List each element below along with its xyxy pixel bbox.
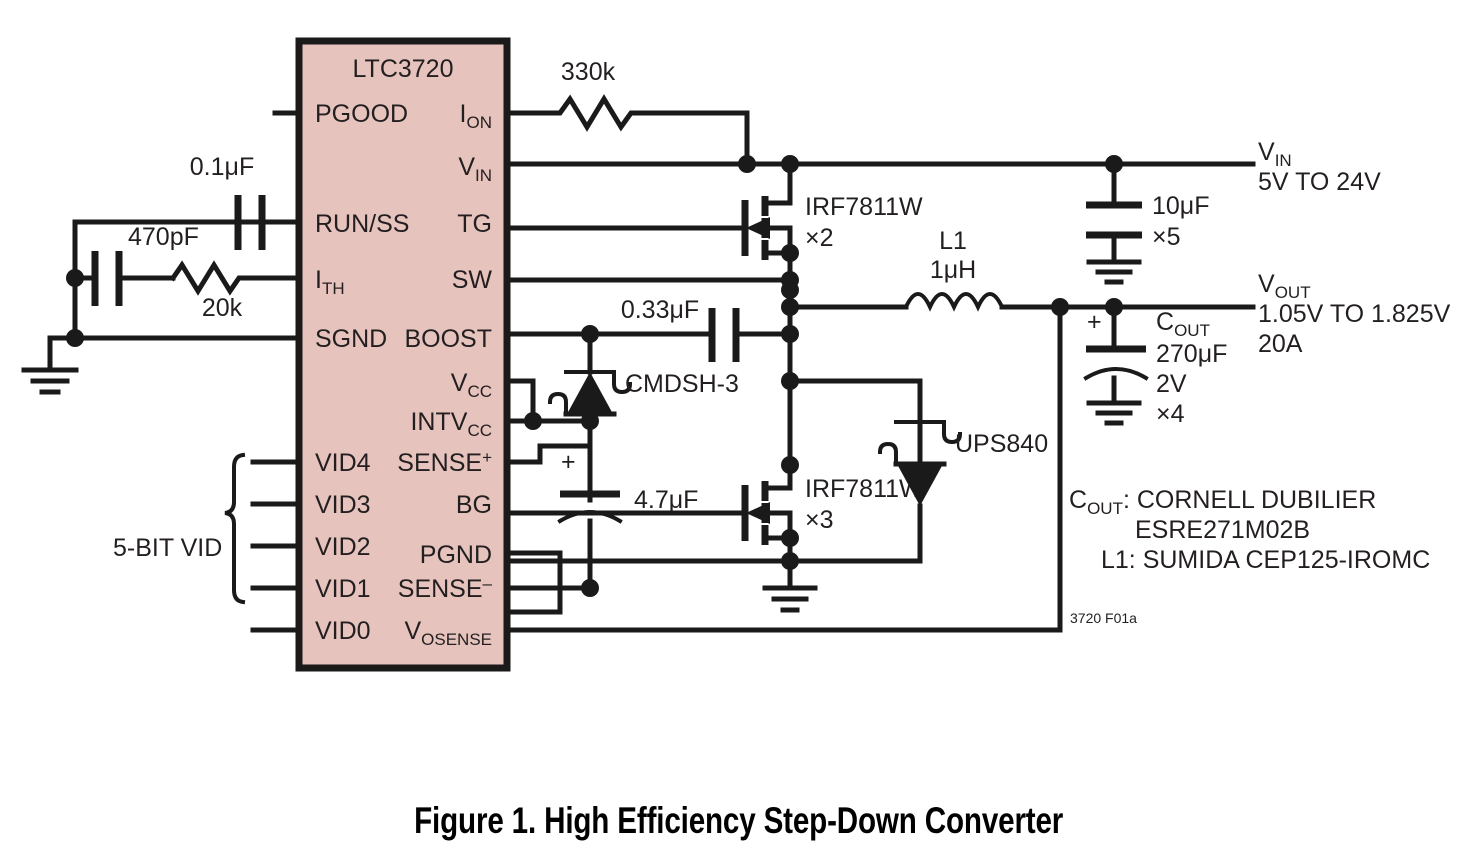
pin-label-tg: TG [457,210,492,238]
capacitor-output-cout [1083,304,1149,426]
mosfet-top-irf7811w [504,161,799,299]
mosfet-top-qty: ×2 [805,224,834,252]
pin-label-vid0: VID0 [315,617,371,645]
capacitor-input-10uf [1086,161,1142,285]
capacitor-boost-label: 0.33μF [621,296,699,324]
capacitor-run-ss-label: 0.1μF [190,153,254,181]
vcc-intvcc-wiring [504,378,599,503]
vid-bus-label: 5-BIT VID [113,534,222,562]
capacitor-output-plus: + [1087,308,1102,336]
pin-label-sgnd: SGND [315,325,387,353]
diode-catch-label: UPS840 [955,430,1048,458]
capacitor-ith-label: 470pF [128,223,199,251]
sw-node-wiring [504,271,799,474]
inductor-l1-value: 1μH [930,256,976,284]
diode-catch-ups840 [787,378,963,564]
pin-label-sense-minus: SENSE– [398,574,493,603]
vin-range-label: 5V TO 24V [1258,168,1381,196]
note-cout: COUT: CORNELL DUBILIER [1069,486,1376,518]
schematic-figure: LTC3720 PGOOD RUN/SS ITH SGND VID4 VID3 … [21,37,1451,841]
inductor-l1 [787,292,1256,316]
pin-label-vid2: VID2 [315,533,371,561]
resistor-ion-label: 330k [561,58,616,86]
pin-label-vid4: VID4 [315,449,371,477]
left-ground-rail [21,219,84,395]
capacitor-output-value: 270μF [1156,340,1227,368]
note-l1: L1: SUMIDA CEP125-IROMC [1101,546,1430,574]
capacitor-run-ss [72,195,302,250]
pin-label-bg: BG [456,491,492,519]
capacitor-intvcc-label: 4.7μF [634,486,698,514]
pin-label-vid3: VID3 [315,491,371,519]
circuit-svg: LTC3720 PGOOD RUN/SS ITH SGND VID4 VID3 … [21,37,1451,672]
pin-label-pgnd: PGND [420,541,492,569]
capacitor-output-qty: ×4 [1156,400,1185,428]
ic-left-pin-stubs [47,110,302,633]
capacitor-output-voltage: 2V [1156,370,1187,398]
pin-label-boost: BOOST [404,325,492,353]
capacitor-intvcc-plus: + [561,448,576,476]
figure-caption: Figure 1. High Efficiency Step-Down Conv… [413,800,1064,841]
resistor-ith-20k [169,260,246,296]
pin-label-ion: ION [460,100,492,132]
pin-label-vin: VIN [458,153,492,185]
pin-label-intvcc: INTVCC [410,408,492,440]
vin-terminal-label: VIN [1258,138,1292,170]
inductor-l1-name: L1 [939,227,967,255]
pin-label-runss: RUN/SS [315,210,409,238]
mosfet-top-label: IRF7811W [805,193,923,221]
capacitor-input-value: 10μF [1152,192,1209,220]
pin-label-vcc: VCC [451,369,492,401]
sense-pgnd-wiring [504,304,1063,633]
pin-label-sw: SW [452,266,493,294]
pin-label-vid1: VID1 [315,575,371,603]
ic-body [295,37,511,672]
pin-label-ith: ITH [315,266,345,298]
note-cout-part: ESRE271M02B [1135,516,1310,544]
vin-rail [504,155,1256,173]
mosfet-bottom-irf7811w [504,462,818,613]
vout-range-label: 1.05V TO 1.825V [1258,300,1451,328]
vout-terminal-label: VOUT [1258,270,1311,302]
capacitor-input-qty: ×5 [1152,223,1181,251]
pin-label-sense-plus: SENSE+ [397,448,492,477]
pin-label-pgood: PGOOD [315,100,408,128]
ic-part-label: LTC3720 [353,55,454,83]
capacitor-ith-470pf [72,251,176,306]
capacitor-output-name: COUT [1156,308,1210,340]
mosfet-bottom-qty: ×3 [805,506,834,534]
vout-current-label: 20A [1258,330,1303,358]
mosfet-bottom-label: IRF7811W [805,475,923,503]
figure-part-code: 3720 F01a [1070,610,1137,626]
resistor-ith-label: 20k [202,294,243,322]
resistor-ion-330k [504,94,750,167]
vid-bus-brace [224,452,246,605]
pin-label-vosense: VOSENSE [404,617,492,649]
diode-boost-label: CMDSH-3 [625,370,739,398]
diode-boost-cmdsh3 [547,331,633,428]
